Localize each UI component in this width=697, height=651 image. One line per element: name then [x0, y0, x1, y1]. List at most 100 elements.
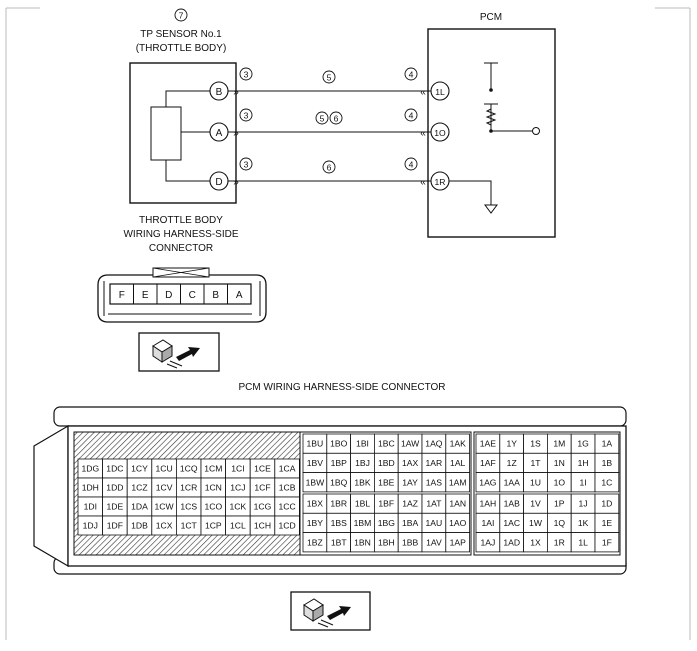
sensor-side-ref: 3	[244, 70, 249, 80]
pcm-pin-label: 1CZ	[131, 483, 147, 493]
sensor-ref-number: 7	[179, 11, 184, 21]
pcm-pin-label: 1DC	[106, 464, 123, 474]
pcm-pin-cell	[274, 515, 300, 536]
pcm-pin-label: 1DI	[84, 502, 97, 512]
pcm-pin-label: 1DA	[131, 502, 148, 512]
pcm-pin-label: 1BV	[307, 458, 324, 468]
pcm-terminal	[430, 81, 450, 101]
pcm-pin-label: 1CR	[180, 483, 197, 493]
pcm-pin-label: 1DJ	[83, 521, 98, 531]
pcm-pin-label: 1BD	[378, 458, 395, 468]
sensor-side-ref: 3	[244, 160, 249, 170]
sensor-terminal-label: A	[216, 128, 223, 139]
pcm-connector-title: PCM WIRING HARNESS-SIDE CONNECTOR	[238, 382, 445, 393]
pcm-pin-label: 1R	[554, 537, 565, 547]
tb-connector-pin: A	[236, 290, 243, 301]
tb-connector-title-3: CONNECTOR	[149, 243, 213, 254]
tb-connector-title-2: WIRING HARNESS-SIDE	[123, 229, 238, 240]
pcm-pin-label: 1I	[580, 477, 587, 487]
pcm-pin-label: 1CJ	[230, 483, 245, 493]
pcm-pin-label: 1CN	[205, 483, 222, 493]
pcm-pin-label: 1Y	[506, 439, 517, 449]
sensor-side-ref-circle	[239, 67, 253, 81]
sensor-side-ref-circle	[239, 157, 253, 171]
pcm-pin-label: 1AL	[450, 458, 466, 468]
pcm-connector-lock-tab	[33, 424, 69, 568]
pcm-terminal	[430, 122, 450, 142]
pcm-pin-label: 1BH	[378, 537, 395, 547]
pcm-pin-label: 1BM	[354, 518, 372, 528]
pcm-pin-label: 1BW	[306, 477, 326, 487]
pcm-pin-label: 1AY	[402, 477, 418, 487]
wire-ref-circle	[315, 111, 329, 125]
sensor-terminal-label: B	[216, 87, 223, 98]
pcm-pin-label: 1CC	[278, 502, 295, 512]
pcm-pin-label: 1DE	[107, 502, 124, 512]
pcm-pin-label: 1A	[602, 439, 613, 449]
pcm-pin-label: 1CH	[254, 521, 271, 531]
tb-connector-pin-row	[109, 283, 252, 305]
pcm-pin-label: 1AJ	[480, 537, 495, 547]
pcm-pin-label: 1CE	[254, 464, 271, 474]
tp-sensor-resistor	[150, 106, 182, 161]
pcm-pin-label: 1AV	[426, 537, 442, 547]
pcm-pin-label: 1BZ	[307, 537, 323, 547]
pcm-pin-label: 1BQ	[330, 477, 348, 487]
connector-chevron-sensor: »	[233, 87, 239, 98]
connector-chevron-sensor: »	[233, 128, 239, 139]
pcm-pin-label: 1AX	[402, 458, 419, 468]
pcm-pin-label: 1Z	[507, 458, 517, 468]
tb-connector-title-1: THROTTLE BODY	[139, 215, 223, 226]
pcm-pin-label: 1CD	[278, 521, 295, 531]
pcm-pin-cell	[594, 532, 620, 553]
pcm-pin-label: 1AN	[449, 499, 466, 509]
pcm-connector-top-rail	[53, 406, 627, 427]
sensor-terminal-label: D	[215, 177, 222, 188]
sensor-terminal	[209, 122, 229, 142]
pcm-pin-cell	[594, 472, 620, 493]
pcm-pin-label: 1K	[578, 518, 589, 528]
sensor-terminal	[209, 171, 229, 191]
pcm-pin-label: 1BX	[307, 499, 324, 509]
pcm-pin-label: 1CP	[205, 521, 222, 531]
pcm-pin-label: 1Q	[554, 518, 566, 528]
pcm-pin-label: 1L	[578, 537, 588, 547]
pcm-pin-label: 1AR	[426, 458, 443, 468]
pcm-pin-label: 1BL	[355, 499, 371, 509]
sensor-side-ref-circle	[239, 108, 253, 122]
sensor-title-line2: (THROTTLE BODY)	[136, 43, 227, 54]
pcm-side-ref: 4	[409, 70, 414, 80]
pcm-pin-label: 1BE	[378, 477, 395, 487]
connector-probe-icon	[290, 591, 371, 631]
pcm-pin-label: 1CM	[204, 464, 222, 474]
pcm-pin-label: 1AM	[449, 477, 467, 487]
pcm-pin-label: 1CI	[231, 464, 244, 474]
pcm-pin-label: 1V	[530, 499, 541, 509]
pcm-pin-label: 1BN	[354, 537, 371, 547]
tb-connector-latch-cross-2	[152, 267, 210, 278]
pcm-pin-label: 1H	[578, 458, 589, 468]
pcm-pin-label: 1AW	[401, 439, 420, 449]
pcm-pin-label: 1BY	[307, 518, 324, 528]
pcm-pin-label: 1CB	[279, 483, 296, 493]
pcm-pin-label: 1BI	[356, 439, 369, 449]
pcm-side-ref-circle	[404, 67, 418, 81]
connector-chevron-pcm: «	[420, 87, 426, 98]
pcm-pin-label: 1X	[530, 537, 541, 547]
pcm-pin-label: 1CA	[279, 464, 296, 474]
pcm-pin-label: 1BJ	[355, 458, 370, 468]
sensor-terminal	[209, 81, 229, 101]
pcm-pin-label: 1BS	[331, 518, 348, 528]
pcm-pin-label: 1AU	[426, 518, 443, 528]
wire-ref-circle	[329, 111, 343, 125]
sensor-internal-wire-d	[165, 160, 219, 182]
pcm-pin-label: 1CQ	[180, 464, 198, 474]
pcm-pin-label: 1CU	[155, 464, 172, 474]
tb-connector-pin: D	[165, 290, 172, 301]
pcm-pin-label: 1AQ	[425, 439, 443, 449]
pcm-pin-label: 1B	[602, 458, 613, 468]
pcm-pin-label: 1E	[602, 518, 613, 528]
pcm-pin-label: 1AS	[426, 477, 443, 487]
tp-sensor-body	[129, 62, 237, 204]
